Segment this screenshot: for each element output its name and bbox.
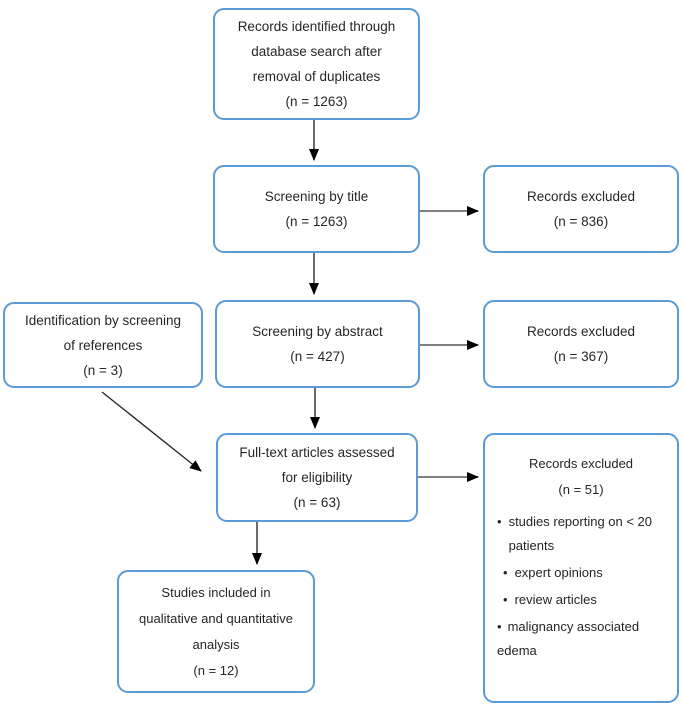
box-count: (n = 51) — [558, 482, 604, 497]
box-count: (n = 1263) — [285, 214, 348, 229]
exclusion-reason-text: review articles — [514, 592, 597, 607]
exclusion-reason-text: malignancy associated edema — [497, 619, 640, 658]
arrow-references-to-fulltext — [101, 391, 202, 472]
box-screening-by-title: Screening by title (n = 1263) — [213, 165, 420, 253]
box-text-line: Screening by title — [264, 189, 369, 204]
box-text-line: of references — [63, 337, 143, 353]
bullet-icon: • — [497, 514, 502, 529]
box-count: (n = 63) — [293, 495, 341, 510]
box-records-excluded-fulltext: Records excluded (n = 51) • studies repo… — [483, 433, 679, 703]
box-screening-by-abstract: Screening by abstract (n = 427) — [215, 300, 420, 388]
box-text-line: Records identified through — [237, 19, 396, 34]
box-text-line: Full-text articles assessed — [239, 445, 395, 460]
box-text-line: analysis — [192, 636, 240, 652]
exclusion-reasons-list: • studies reporting on < 20 patients • e… — [495, 507, 667, 663]
box-records-excluded-abstract: Records excluded (n = 367) — [483, 300, 679, 388]
box-records-identified: Records identified through database sear… — [213, 8, 420, 120]
box-count: (n = 1263) — [285, 94, 348, 109]
box-fulltext-assessed: Full-text articles assessed for eligibil… — [216, 433, 418, 522]
bullet-icon: • — [503, 565, 508, 580]
box-count: (n = 3) — [83, 362, 123, 378]
exclusion-reason-item: • studies reporting on < 20 patients — [497, 510, 667, 558]
box-studies-included: Studies included in qualitative and quan… — [117, 570, 315, 693]
box-text-line: for eligibility — [281, 470, 353, 485]
box-text-line: Records excluded — [526, 324, 636, 339]
box-text-line: database search after — [251, 44, 382, 59]
box-text-line: qualitative and quantitative — [139, 610, 293, 626]
exclusion-reason-text: expert opinions — [514, 565, 603, 580]
box-records-excluded-title: Records excluded (n = 836) — [483, 165, 679, 253]
exclusion-reason-item: • review articles — [497, 588, 667, 612]
exclusion-reason-text: studies reporting on < 20 patients — [508, 514, 653, 553]
box-text-line: Identification by screening — [24, 312, 182, 328]
box-identification-by-references: Identification by screening of reference… — [3, 302, 203, 388]
box-count: (n = 836) — [553, 214, 609, 229]
box-count: (n = 427) — [290, 349, 345, 364]
box-text-line: Studies included in — [161, 584, 271, 600]
box-text-line: Records excluded — [526, 189, 636, 204]
box-count: (n = 367) — [553, 349, 609, 364]
box-count: (n = 12) — [193, 662, 239, 678]
bullet-icon: • — [503, 592, 508, 607]
box-text-line: Screening by abstract — [252, 324, 383, 339]
box-text-line: removal of duplicates — [252, 69, 381, 84]
bullet-icon: • — [497, 619, 502, 634]
exclusion-reason-item: •malignancy associated edema — [497, 615, 667, 663]
exclusion-reason-item: • expert opinions — [497, 561, 667, 585]
box-title: Records excluded — [528, 456, 634, 471]
